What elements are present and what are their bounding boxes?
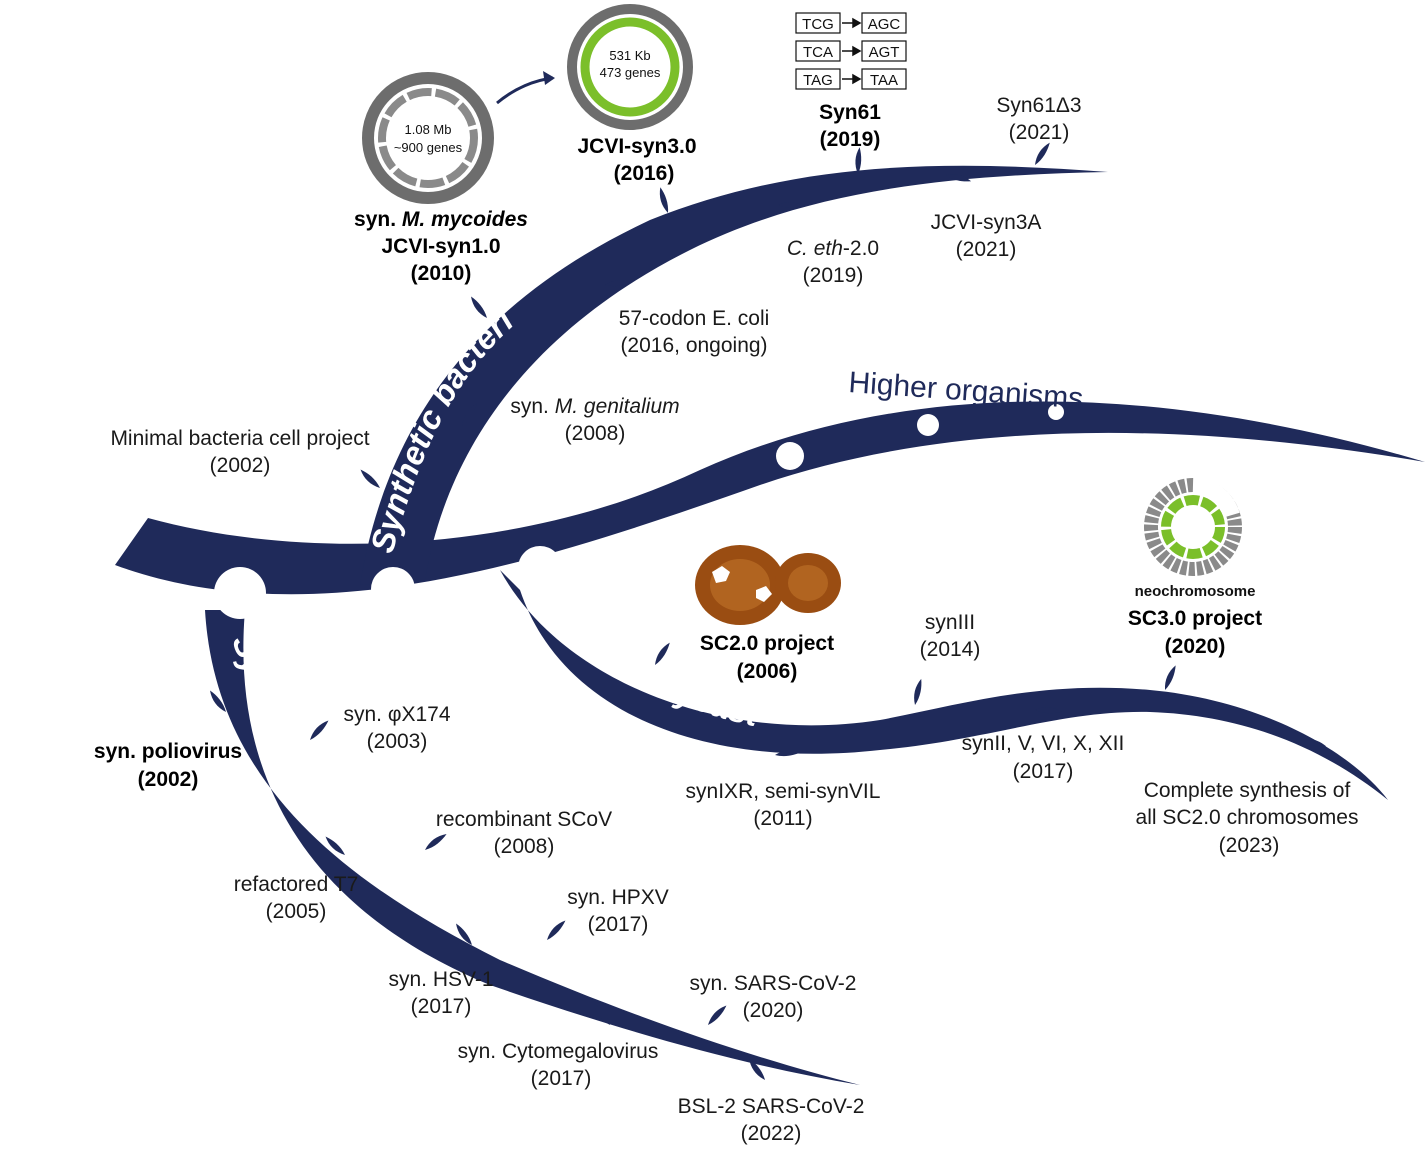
species: M. genitalium	[555, 395, 680, 418]
codon-from: TAG	[803, 72, 833, 89]
label-sc20-project: SC2.0 project	[700, 632, 834, 655]
species: C. eth	[787, 237, 843, 260]
label-c-eth: C. eth-2.0	[787, 237, 879, 260]
label-cytomegalovirus-year: (2017)	[531, 1067, 592, 1090]
codon-from: TCA	[803, 44, 833, 61]
higher-organisms-branch	[115, 401, 1425, 595]
label-genitalium: syn. M. genitalium	[510, 395, 679, 418]
prefix: syn.	[510, 395, 554, 418]
label-hpxv: syn. HPXV	[567, 886, 669, 909]
codon-from: TCG	[802, 16, 834, 33]
leaf-marker	[1029, 142, 1056, 165]
label-phix174-year: (2003)	[367, 730, 428, 753]
label-complete-synthesis-year: (2023)	[1219, 834, 1280, 857]
label-minimal-cell-project: Minimal bacteria cell project	[110, 427, 369, 450]
syn3-genome-genes: 473 genes	[600, 65, 661, 80]
label-sc30-year: (2020)	[1165, 635, 1226, 658]
syn1-genome-genes: ~900 genes	[394, 140, 463, 155]
codon-to: AGT	[869, 44, 900, 61]
leaf-marker	[422, 834, 449, 850]
label-jcvi-syn1: JCVI-syn1.0	[381, 235, 500, 258]
label-jcvi-syn3: JCVI-syn3.0	[577, 135, 696, 158]
leaf-marker	[905, 678, 931, 705]
label-hpxv-year: (2017)	[588, 913, 649, 936]
label-jcvi-syn1-year: (2010)	[411, 262, 472, 285]
neochromosome-map	[1144, 477, 1242, 576]
label-poliovirus: syn. poliovirus	[94, 740, 242, 763]
label-neochromosome: neochromosome	[1135, 583, 1256, 600]
label-minimal-cell-year: (2002)	[210, 454, 271, 477]
arrow-head	[543, 71, 555, 85]
leaf-marker	[542, 920, 570, 940]
codon-swaps: TCG AGC TCA AGT TAG TAA	[795, 12, 907, 90]
label-mycoides: syn. M. mycoides	[354, 208, 528, 231]
label-sc30-project: SC3.0 project	[1128, 607, 1262, 630]
label-synii: synII, V, VI, X, XII	[962, 732, 1125, 755]
label-sars-cov-2-year: (2020)	[743, 999, 804, 1022]
label-syn61d3-year: (2021)	[1009, 121, 1070, 144]
label-c-eth-year: (2019)	[803, 264, 864, 287]
label-genitalium-year: (2008)	[565, 422, 626, 445]
label-sc20-year: (2006)	[737, 660, 798, 683]
yeast-cells-image	[695, 545, 841, 625]
label-syn61d3: Syn61Δ3	[996, 94, 1081, 117]
prefix: syn.	[354, 208, 402, 231]
label-syniii-year: (2014)	[920, 638, 981, 661]
label-refactored-t7: refactored T7	[234, 873, 359, 896]
label-cytomegalovirus: syn. Cytomegalovirus	[458, 1040, 659, 1063]
label-syniii: synIII	[925, 611, 975, 634]
label-syn61: Syn61	[819, 101, 881, 124]
syn3-genome-size: 531 Kb	[609, 48, 650, 63]
species: M. mycoides	[402, 208, 528, 231]
suffix: -2.0	[843, 237, 879, 260]
label-recombinant-scov: recombinant SCoV	[436, 808, 612, 831]
label-refactored-t7-year: (2005)	[266, 900, 327, 923]
label-57-codon-year: (2016, ongoing)	[620, 334, 767, 357]
node-higher-1	[776, 442, 804, 470]
label-hsv1: syn. HSV-1	[388, 968, 493, 991]
leaf-marker	[656, 187, 673, 213]
label-jcvi-syn3a-year: (2021)	[956, 238, 1017, 261]
label-sars-cov-2: syn. SARS-CoV-2	[690, 972, 857, 995]
label-bsl2-sars-cov-2: BSL-2 SARS-CoV-2	[678, 1095, 865, 1118]
synthetic-yeast-branch	[500, 570, 1388, 800]
syn1-genome-map: 1.08 Mb ~900 genes	[362, 72, 494, 204]
label-poliovirus-year: (2002)	[138, 768, 199, 791]
node-yeast	[518, 546, 562, 590]
leaf-marker	[1157, 665, 1184, 690]
synthetic-viruses-branch	[205, 610, 860, 1085]
node-higher-3	[1048, 404, 1064, 420]
label-complete-synthesis-line2: all SC2.0 chromosomes	[1136, 806, 1359, 829]
node-bacteria	[371, 567, 415, 611]
label-complete-synthesis: Complete synthesis of	[1144, 779, 1351, 802]
label-phix174: syn. φX174	[343, 703, 450, 726]
node-higher-2	[917, 414, 939, 436]
syn1-genome-size: 1.08 Mb	[405, 122, 452, 137]
synthetic-bacteria-branch	[360, 165, 1108, 585]
label-synii-year: (2017)	[1013, 760, 1074, 783]
label-jcvi-syn3-year: (2016)	[614, 162, 675, 185]
leaf-marker	[360, 465, 380, 493]
label-synixr-year: (2011)	[753, 807, 812, 830]
syn3-genome-map: 531 Kb 473 genes	[567, 4, 693, 130]
leaf-marker	[703, 1005, 731, 1025]
codon-to: TAA	[870, 72, 898, 89]
label-hsv1-year: (2017)	[411, 995, 472, 1018]
label-bsl2-sars-cov-2-year: (2022)	[741, 1122, 802, 1145]
node-viruses	[214, 567, 266, 619]
label-syn61-year: (2019)	[820, 128, 881, 151]
label-recombinant-scov-year: (2008)	[494, 835, 555, 858]
codon-to: AGC	[868, 16, 901, 33]
label-57-codon: 57-codon E. coli	[619, 307, 770, 330]
label-jcvi-syn3a: JCVI-syn3A	[931, 211, 1042, 234]
label-synixr: synIXR, semi-synVIL	[686, 780, 881, 803]
